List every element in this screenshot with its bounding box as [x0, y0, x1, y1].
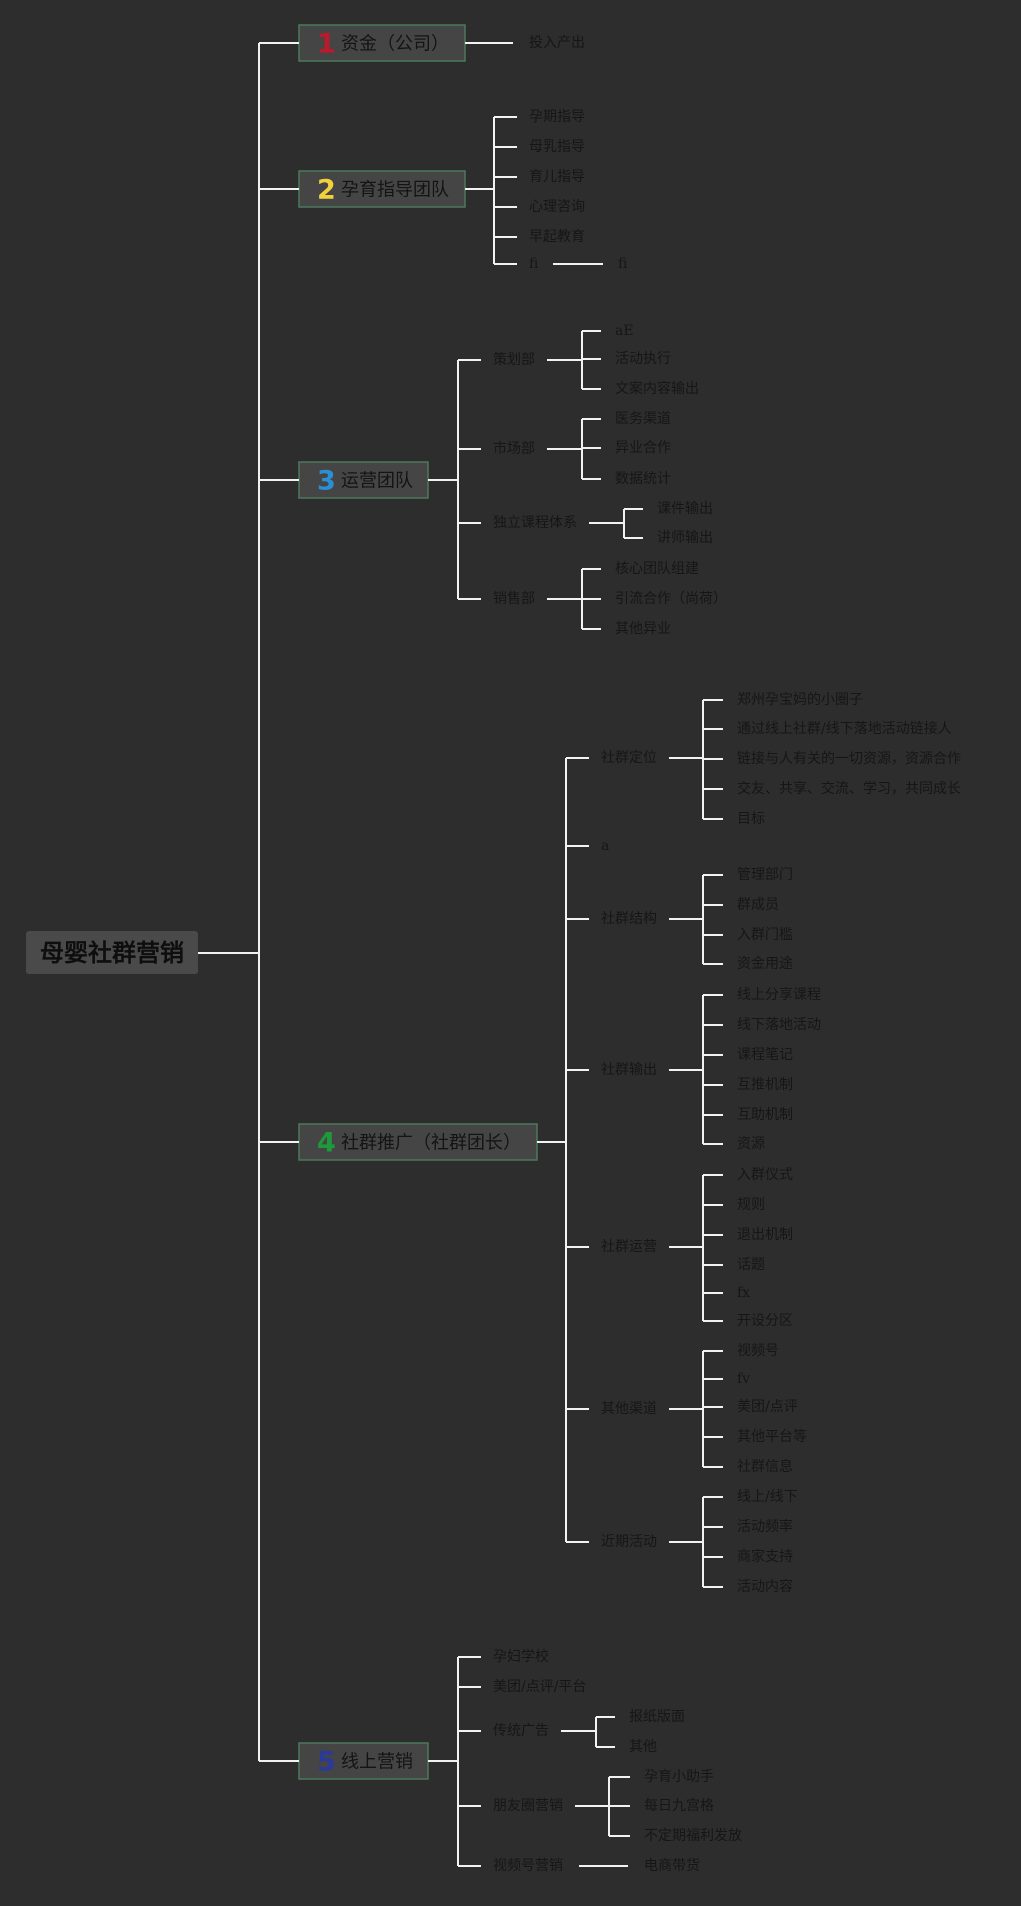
leaf-3-4-2: 规则	[737, 1197, 765, 1213]
branch-label-1: 资金（公司）	[341, 34, 449, 55]
leaf-3-2-4: 资金用途	[737, 955, 793, 972]
node-2-5: 早起教育	[529, 229, 585, 245]
leaf-4-2-1: 报纸版面	[629, 1709, 685, 1725]
root-label: 母婴社群营销	[40, 939, 184, 967]
leaf-3-6-2: 活动频率	[737, 1518, 793, 1535]
leaf-4-3-1: 孕育小助手	[644, 1769, 714, 1785]
leaf-3-0-5: 目标	[737, 811, 765, 827]
node-3-1: 策划部	[493, 351, 535, 368]
node-4-7: 近期活动	[601, 1534, 657, 1550]
leaf-3-3-2: 线下落地活动	[737, 1017, 821, 1033]
leaf-1-5-1: fi	[618, 256, 628, 272]
leaf-3-4-4: 话题	[737, 1257, 765, 1273]
leaf-3-3-6: 资源	[737, 1136, 765, 1152]
node-4-5: 社群运营	[601, 1239, 657, 1255]
leaf-2-1-1: 医务渠道	[615, 411, 671, 427]
leaf-3-6-4: 活动内容	[737, 1578, 793, 1595]
node-2-3: 育儿指导	[529, 169, 585, 185]
node-2-6: fi	[529, 256, 539, 272]
leaf-3-5-1: 视频号	[737, 1343, 779, 1359]
leaf-3-5-5: 社群信息	[737, 1458, 793, 1475]
node-5-1: 孕妇学校	[493, 1648, 549, 1665]
branch-number-4: 4	[317, 1128, 336, 1159]
leaf-3-0-3: 链接与人有关的一切资源，资源合作	[737, 750, 961, 767]
node-4-6: 其他渠道	[601, 1401, 657, 1417]
node-2-2: 母乳指导	[529, 139, 585, 155]
branch-label-4: 社群推广（社群团长）	[341, 1133, 521, 1154]
node-4-3: 社群结构	[601, 911, 657, 927]
leaf-3-0-1: 郑州孕宝妈的小圈子	[737, 692, 863, 708]
leaf-3-6-1: 线上/线下	[737, 1489, 798, 1505]
leaf-3-0-4: 交友、共享、交流、学习，共同成长	[737, 780, 961, 797]
leaf-3-0-2: 通过线上社群/线下落地活动链接人	[737, 720, 952, 737]
node-5-3: 传统广告	[493, 1723, 549, 1739]
leaf-3-2-2: 群成员	[737, 897, 779, 913]
leaf-3-3-5: 互助机制	[737, 1107, 793, 1123]
leaf-3-3-4: 互推机制	[737, 1077, 793, 1093]
leaf-3-4-5: fx	[737, 1285, 750, 1301]
node-5-4: 朋友圈营销	[493, 1798, 563, 1814]
branch-label-2: 孕育指导团队	[341, 180, 449, 201]
leaf-2-1-3: 数据统计	[615, 471, 671, 487]
leaf-3-5-4: 其他平台等	[737, 1428, 807, 1445]
leaf-2-0-3: 文案内容输出	[615, 380, 699, 397]
node-4-2: a	[601, 838, 609, 854]
branch-node-5[interactable]	[298, 1742, 429, 1780]
leaf-2-1-2: 异业合作	[615, 440, 671, 456]
node-2-1: 孕期指导	[529, 109, 585, 125]
node-1-1: 投入产出	[529, 35, 585, 51]
node-5-2: 美团/点评/平台	[493, 1679, 586, 1695]
leaf-3-4-6: 开设分区	[737, 1313, 793, 1329]
node-2-4: 心理咨询	[529, 199, 585, 215]
leaf-3-6-3: 商家支持	[737, 1548, 793, 1565]
leaf-2-2-1: 课件输出	[657, 501, 713, 517]
leaf-3-4-3: 退出机制	[737, 1227, 793, 1243]
node-3-2: 市场部	[493, 440, 535, 457]
node-3-4: 销售部	[493, 591, 535, 607]
node-5-5: 视频号营销	[493, 1858, 563, 1874]
branch-label-5: 线上营销	[341, 1752, 413, 1773]
root-node[interactable]	[26, 931, 198, 974]
leaf-2-3-2: 引流合作（尚荷）	[615, 591, 727, 607]
leaf-4-3-3: 不定期福利发放	[644, 1828, 742, 1844]
branch-number-1: 1	[317, 29, 336, 60]
leaf-4-4-1: 电商带货	[644, 1857, 700, 1874]
node-3-3: 独立课程体系	[493, 515, 577, 531]
leaf-4-2-2: 其他	[629, 1739, 657, 1755]
leaf-3-4-1: 入群仪式	[737, 1167, 793, 1183]
branch-node-1[interactable]	[298, 24, 466, 62]
leaf-3-2-3: 入群门槛	[737, 927, 793, 943]
leaf-3-5-3: 美团/点评	[737, 1399, 798, 1415]
leaf-3-3-3: 课程笔记	[737, 1047, 793, 1063]
branch-number-5: 5	[317, 1747, 336, 1778]
leaf-2-0-2: 活动执行	[615, 351, 671, 367]
leaf-4-3-2: 每日九宫格	[644, 1798, 714, 1814]
branch-number-3: 3	[317, 466, 336, 497]
branch-node-3[interactable]	[298, 461, 429, 499]
node-4-4: 社群输出	[601, 1062, 657, 1078]
leaf-2-2-2: 讲师输出	[657, 530, 713, 546]
leaf-2-3-1: 核心团队组建	[615, 561, 699, 577]
leaf-2-0-1: aE	[615, 323, 634, 339]
branch-number-2: 2	[317, 175, 336, 206]
node-4-1: 社群定位	[601, 750, 657, 766]
leaf-3-3-1: 线上分享课程	[737, 986, 821, 1003]
leaf-3-2-1: 管理部门	[737, 867, 793, 883]
leaf-3-5-2: fv	[737, 1371, 750, 1387]
branch-label-3: 运营团队	[341, 471, 413, 492]
leaf-2-3-3: 其他异业	[615, 621, 671, 637]
